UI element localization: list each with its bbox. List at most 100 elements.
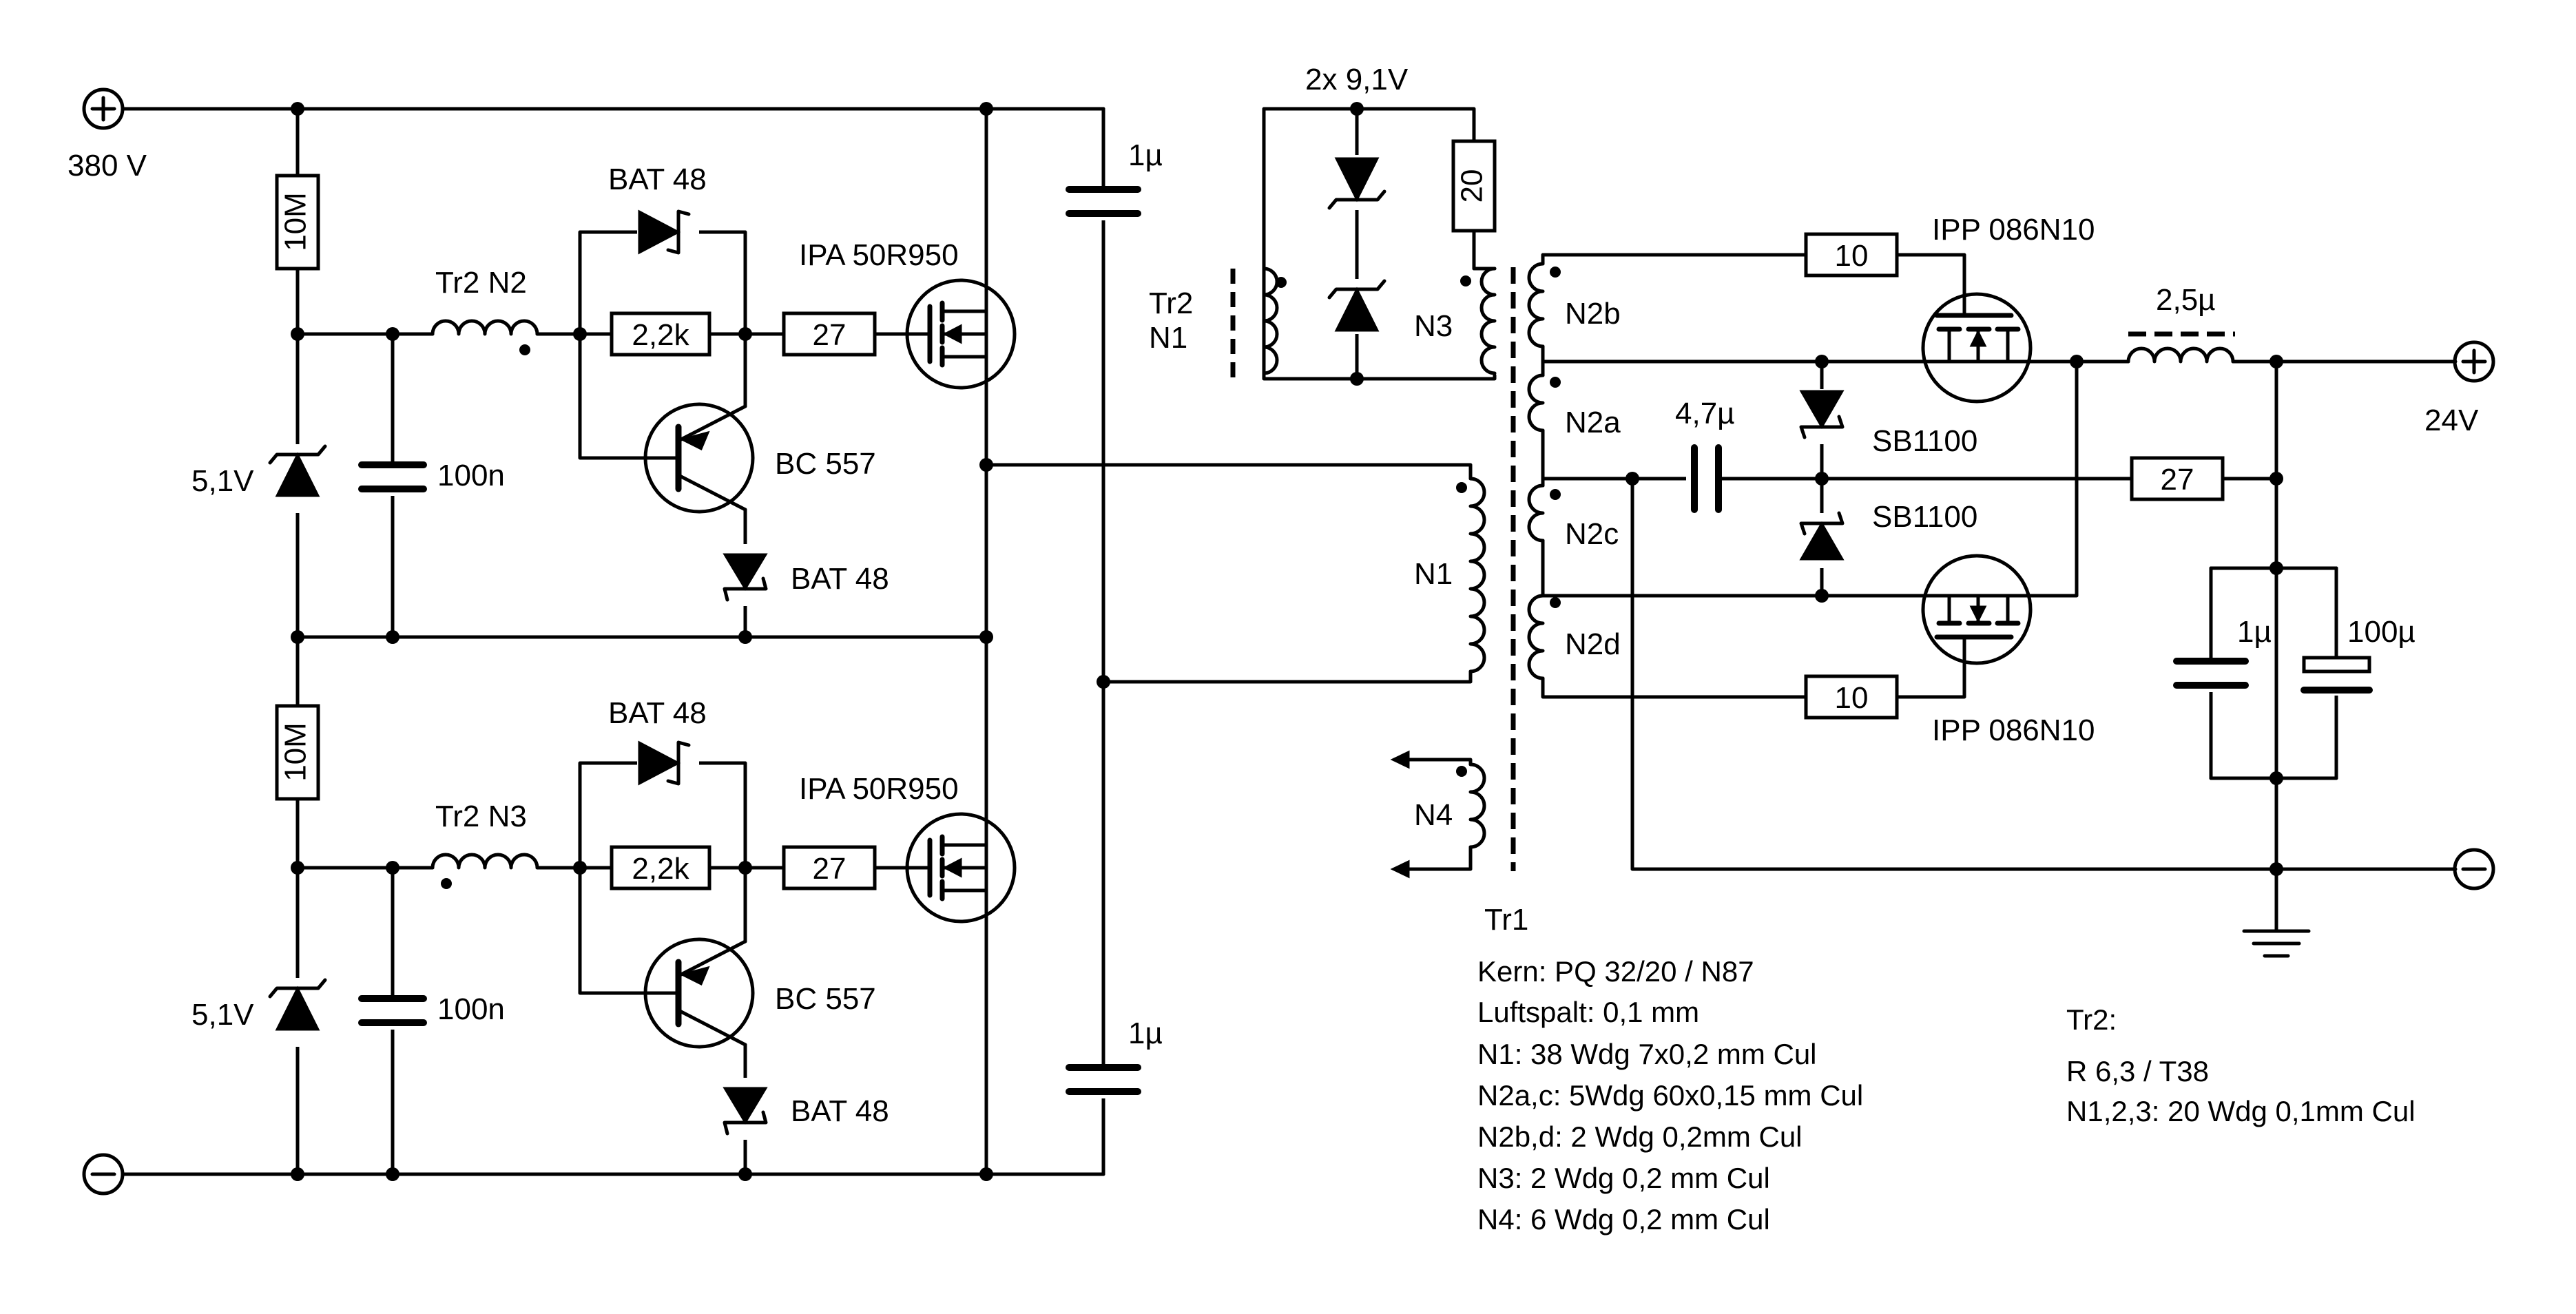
label-n2b: N2b	[1565, 297, 1621, 331]
zener-5v1-top-icon	[268, 444, 327, 513]
label-100u-output: 100µ	[2347, 615, 2416, 649]
coil-tr1-n1-icon	[1456, 477, 1486, 674]
schottky-sb1100-top-icon	[1799, 389, 1845, 444]
mosfet-ipp086n10-top-icon	[1921, 292, 2033, 404]
note-tr1-line: N2b,d: 2 Wdg 0,2mm Cul	[1477, 1120, 1803, 1153]
label-2x-9v1: 2x 9,1V	[1305, 63, 1409, 96]
resistor-10m-top	[275, 174, 320, 271]
coil-tr1-secondary-icon	[1527, 262, 1561, 680]
label-tr2-n1-a: Tr2	[1149, 286, 1193, 320]
note-tr1-line: N2a,c: 5Wdg 60x0,15 mm Cul	[1477, 1079, 1863, 1112]
label-ipp086n10-bottom: IPP 086N10	[1932, 713, 2095, 747]
label-10m-bottom: 10M	[279, 722, 313, 782]
mosfet-ipa50r950-top-icon	[905, 107, 1017, 639]
label-sb1100-bottom: SB1100	[1872, 500, 1977, 534]
label-tr1-n4: N4	[1414, 798, 1453, 832]
resistor-27-output	[2130, 456, 2225, 501]
labels: 380 V 24V 10M 10M Tr2 N2 Tr2 N3 BAT 48 B…	[67, 63, 2479, 1128]
label-10m-top: 10M	[279, 192, 313, 251]
note-tr1-line: N1: 38 Wdg 7x0,2 mm Cul	[1477, 1038, 1817, 1070]
label-zener-top: 5,1V	[191, 464, 254, 498]
label-ipa50r950-top: IPA 50R950	[799, 238, 959, 272]
label-2k2-top: 2,2k	[632, 318, 689, 352]
resistor-27-bottom	[782, 845, 877, 890]
label-bat48-top-b: BAT 48	[791, 562, 889, 596]
label-bat48-bottom-a: BAT 48	[608, 696, 707, 730]
schottky-bat48-bottom-a-icon	[637, 740, 699, 786]
inductor-2u5-icon	[2126, 331, 2235, 364]
note-tr2-line: R 6,3 / T38	[2066, 1055, 2209, 1087]
zener-pair-top-icon	[1327, 155, 1386, 210]
resistor-20	[1451, 139, 1497, 233]
resistor-10m-bottom	[275, 704, 320, 801]
schottky-sb1100-bottom-icon	[1799, 511, 1845, 568]
left-half-bridge	[82, 87, 1473, 1196]
resistor-2k2-top	[610, 311, 711, 357]
label-bat48-top-a: BAT 48	[608, 163, 707, 196]
zener-5v1-bottom-icon	[268, 978, 327, 1047]
label-100n-bottom: 100n	[437, 992, 505, 1026]
label-1u-output: 1µ	[2237, 615, 2272, 649]
label-n2d: N2d	[1565, 627, 1621, 661]
ground-icon	[2242, 867, 2311, 958]
inductor-tr2-n2-icon	[430, 319, 539, 355]
secondary-rectifier	[1541, 232, 2495, 958]
label-bat48-bottom-b: BAT 48	[791, 1094, 889, 1128]
minus-terminal-icon	[82, 1153, 125, 1196]
note-tr2-line: N1,2,3: 20 Wdg 0,1mm Cul	[2066, 1095, 2416, 1127]
label-27-top: 27	[813, 318, 846, 352]
resistor-10-top	[1804, 232, 1899, 278]
note-tr1-line: Kern: PQ 32/20 / N87	[1477, 955, 1754, 988]
label-tr2-n1-b: N1	[1149, 321, 1187, 355]
note-tr1-line: N3: 2 Wdg 0,2 mm Cul	[1477, 1162, 1770, 1194]
label-r20: 20	[1455, 169, 1489, 203]
label-ipp086n10-top: IPP 086N10	[1932, 213, 2095, 247]
bjt-bc557-top-icon	[643, 332, 755, 639]
label-r10-bottom: 10	[1835, 681, 1869, 715]
inductor-tr2-n3-icon	[430, 853, 539, 889]
label-100n-top: 100n	[437, 459, 505, 492]
bjt-bc557-bottom-icon	[643, 866, 755, 1176]
mosfet-ipp086n10-bottom-icon	[1921, 554, 2033, 665]
schottky-bat48-top-a-icon	[637, 209, 699, 255]
resistor-10-bottom	[1804, 674, 1899, 720]
coil-tr2-n1-icon	[1230, 267, 1287, 379]
label-r10-top: 10	[1835, 239, 1869, 273]
note-tr1-line: Luftspalt: 0,1 mm	[1477, 996, 1699, 1028]
label-bc557-top: BC 557	[775, 447, 876, 481]
minus-output-terminal-icon	[2453, 848, 2495, 890]
label-tr1-n1: N1	[1414, 557, 1453, 591]
label-ipa50r950-bottom: IPA 50R950	[799, 772, 959, 806]
winding-notes-tr2: Tr2: R 6,3 / T38 N1,2,3: 20 Wdg 0,1mm Cu…	[2066, 1003, 2416, 1127]
label-24v: 24V	[2424, 404, 2479, 437]
label-1u-top: 1µ	[1128, 138, 1163, 172]
plus-output-terminal-icon	[2453, 340, 2495, 383]
label-tr2-n2: Tr2 N2	[435, 266, 527, 300]
label-sb1100-top: SB1100	[1872, 424, 1977, 458]
label-n2c: N2c	[1565, 517, 1619, 551]
label-n2a: N2a	[1565, 406, 1621, 439]
label-zener-bottom: 5,1V	[191, 998, 254, 1032]
winding-notes-tr1: Kern: PQ 32/20 / N87 Luftspalt: 0,1 mm N…	[1477, 955, 1863, 1235]
label-bc557-bottom: BC 557	[775, 982, 876, 1016]
schottky-bat48-bottom-b-icon	[723, 1078, 768, 1140]
note-tr1-line: N4: 6 Wdg 0,2 mm Cul	[1477, 1203, 1770, 1235]
gate-drive-section	[1230, 102, 1497, 386]
label-380v: 380 V	[67, 149, 147, 182]
label-4u7: 4,7µ	[1675, 397, 1735, 430]
schottky-bat48-top-b-icon	[723, 544, 768, 606]
coil-n3-icon	[1460, 267, 1497, 375]
label-r27-output: 27	[2161, 463, 2194, 497]
coil-tr1-n4-icon	[1390, 750, 1486, 879]
plus-terminal-icon	[82, 87, 125, 130]
label-2u5: 2,5µ	[2156, 283, 2216, 317]
transformer-tr1	[1390, 262, 1561, 879]
mosfet-ipa50r950-bottom-icon	[905, 635, 1017, 1176]
label-1u-bottom: 1µ	[1128, 1016, 1163, 1050]
label-n3: N3	[1414, 309, 1453, 343]
note-tr2-line: Tr2:	[2066, 1003, 2117, 1036]
label-tr1: Tr1	[1484, 903, 1528, 937]
label-27-bottom: 27	[813, 852, 846, 886]
